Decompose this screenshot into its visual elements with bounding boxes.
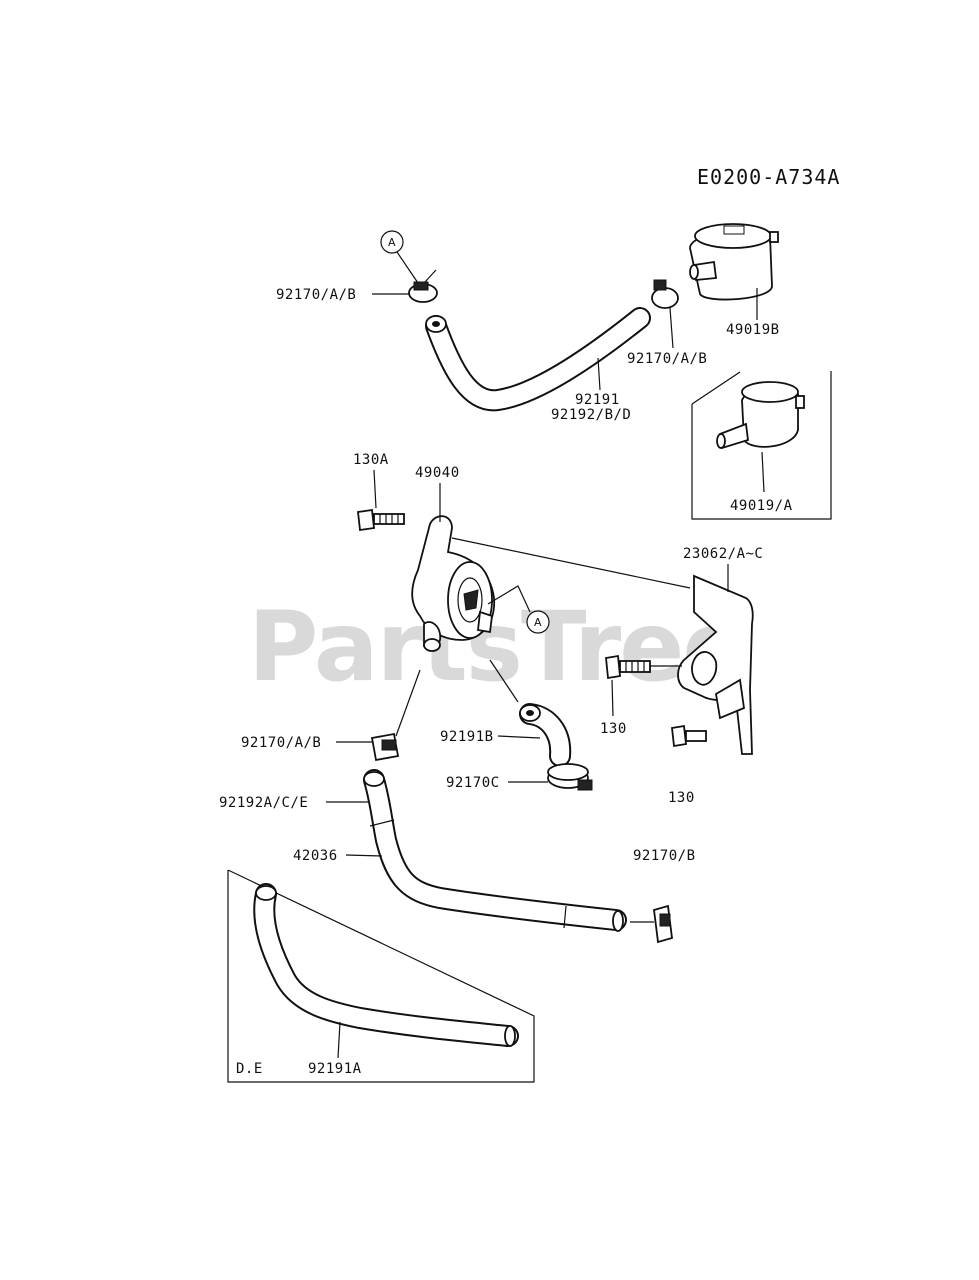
clamp-92170c[interactable]	[547, 763, 593, 791]
label-clamp-92170b: 92170/B	[633, 848, 696, 864]
fuel-filter-49019b[interactable]	[689, 223, 779, 301]
clamp-92170b[interactable]	[630, 904, 673, 944]
svg-text:A: A	[534, 616, 542, 629]
watermark-text: PartsTree	[248, 591, 745, 703]
hose-92191b[interactable]	[489, 659, 572, 767]
label-hose-92191a: 92191A	[308, 1061, 362, 1077]
callout-a-top: A	[380, 230, 419, 284]
label-bolt-130-upper: 130	[600, 721, 627, 737]
bolt-130-lower[interactable]	[671, 724, 707, 748]
inset-filter-49019a: 49019/A	[691, 371, 832, 520]
label-inset-de: D.E	[236, 1061, 263, 1077]
bolt-130a[interactable]	[357, 508, 405, 532]
top-hose-92191[interactable]	[425, 307, 651, 412]
fuel-filter-49019a[interactable]	[716, 381, 805, 450]
label-clamp-mid-left: 92170/A/B	[241, 735, 321, 751]
inset-de: D.E 92191A	[227, 869, 535, 1083]
label-bolt-130-lower: 130	[668, 790, 695, 806]
label-clamp-top-left: 92170/A/B	[276, 287, 356, 303]
label-hose-92192-b-d: 92192/B/D	[551, 407, 631, 423]
label-hose-42036: 42036	[293, 848, 338, 864]
diagram-code: E0200-A734A	[697, 165, 840, 189]
callout-a-middle: A	[487, 585, 550, 634]
bolt-130-upper[interactable]	[605, 654, 682, 680]
watermark: PartsTree TM	[248, 591, 747, 703]
bracket-23062[interactable]	[677, 574, 754, 755]
label-hose-92191b: 92191B	[440, 729, 494, 745]
label-filter-49019a: 49019/A	[730, 498, 793, 514]
label-pump-49040: 49040	[415, 465, 460, 481]
clamp-mid-left[interactable]	[370, 669, 421, 762]
fuel-pump-49040[interactable]	[411, 515, 495, 652]
hose-92192ace-42036[interactable]	[363, 769, 627, 932]
label-clamp-92170c: 92170C	[446, 775, 500, 791]
clamp-top-left[interactable]	[408, 269, 438, 303]
svg-text:A: A	[388, 236, 396, 249]
label-hose-92192ace: 92192A/C/E	[219, 795, 308, 811]
label-hose-92191: 92191	[575, 392, 620, 408]
label-bolt-130a: 130A	[353, 452, 389, 468]
label-bracket-23062: 23062/A~C	[683, 546, 763, 562]
label-clamp-top-right: 92170/A/B	[627, 351, 707, 367]
label-filter-49019b: 49019B	[726, 322, 780, 338]
clamp-top-right[interactable]	[651, 279, 679, 309]
hose-92191a[interactable]	[253, 883, 519, 1047]
